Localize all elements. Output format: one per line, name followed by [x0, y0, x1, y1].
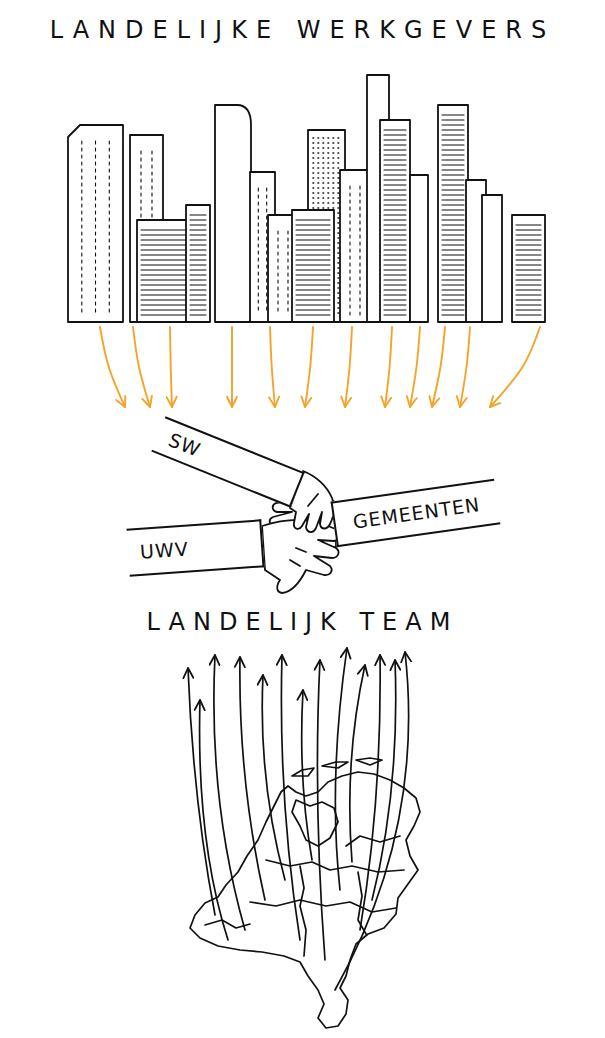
building-outline: [410, 175, 428, 322]
building: [68, 125, 123, 322]
region-arrow: [281, 655, 300, 940]
building: [410, 175, 428, 322]
building: [380, 120, 410, 322]
map-island: [322, 762, 348, 768]
sleeve-text: SW: [165, 428, 204, 461]
windows: [350, 186, 360, 315]
group-heading: LANDELIJKE WERKGEVERS: [50, 16, 556, 44]
region-arrow: [335, 648, 347, 890]
building: [292, 210, 334, 322]
flow-arrow: [432, 327, 445, 407]
map-border: [300, 866, 306, 956]
building-outline: [340, 170, 370, 322]
skyline: [68, 75, 545, 322]
flow-arrow: [133, 327, 150, 407]
windows: [141, 230, 191, 315]
windows: [442, 115, 464, 315]
building: [512, 215, 545, 322]
sleeve-label: GEMEENTEN: [330, 479, 500, 548]
region-arrows: [188, 648, 409, 990]
sleeve-label: SW: [151, 416, 304, 507]
flow-arrow: [345, 327, 352, 407]
map-border: [266, 860, 404, 872]
hand-line: [290, 548, 306, 566]
sleeve-text: GEMEENTEN: [351, 493, 481, 533]
flow-arrow: [490, 327, 540, 407]
building-outline: [186, 205, 210, 322]
region-arrow: [372, 660, 396, 900]
sleeve-label: UWV: [126, 519, 264, 576]
windows: [82, 141, 110, 312]
windows: [258, 188, 266, 310]
building: [438, 105, 468, 322]
flow-arrow: [460, 327, 470, 407]
flow-arrow: [305, 327, 313, 407]
flow-arrow: [385, 327, 392, 407]
building: [215, 105, 251, 322]
building-outline: [512, 215, 545, 322]
hand-line: [308, 494, 318, 506]
hand: [262, 520, 340, 593]
building: [482, 195, 502, 322]
flow-arrow: [170, 327, 172, 407]
building: [186, 205, 210, 322]
map-lake: [292, 800, 338, 846]
building-outline: [215, 105, 251, 322]
region-arrow: [302, 690, 312, 860]
region-arrow: [317, 660, 325, 960]
windows: [516, 225, 541, 315]
flow-arrow: [410, 327, 420, 407]
sleeve-text: UWV: [139, 538, 189, 563]
region-arrow: [350, 665, 365, 862]
building: [340, 170, 370, 322]
region-arrow: [335, 652, 409, 990]
windows: [296, 220, 330, 315]
region-arrow: [360, 655, 380, 930]
flow-arrow: [270, 327, 275, 407]
building-outline: [292, 210, 334, 322]
building-outline: [482, 195, 502, 322]
building-outline: [438, 105, 468, 322]
windows: [190, 215, 206, 315]
flow-arrow: [100, 327, 125, 407]
windows: [278, 231, 288, 311]
team-group: LANDELIJK TEAM SW UWV GEMEENTEN: [90, 410, 515, 640]
employers-group: LANDELIJKE WERKGEVERS: [10, 12, 595, 325]
building-outline: [68, 125, 123, 322]
building-outline: [380, 120, 410, 322]
region-arrow: [200, 700, 228, 940]
flow-arrow: [231, 327, 233, 407]
region-arrow: [240, 657, 265, 900]
windows: [384, 130, 406, 315]
group-heading: LANDELIJK TEAM: [147, 608, 459, 636]
